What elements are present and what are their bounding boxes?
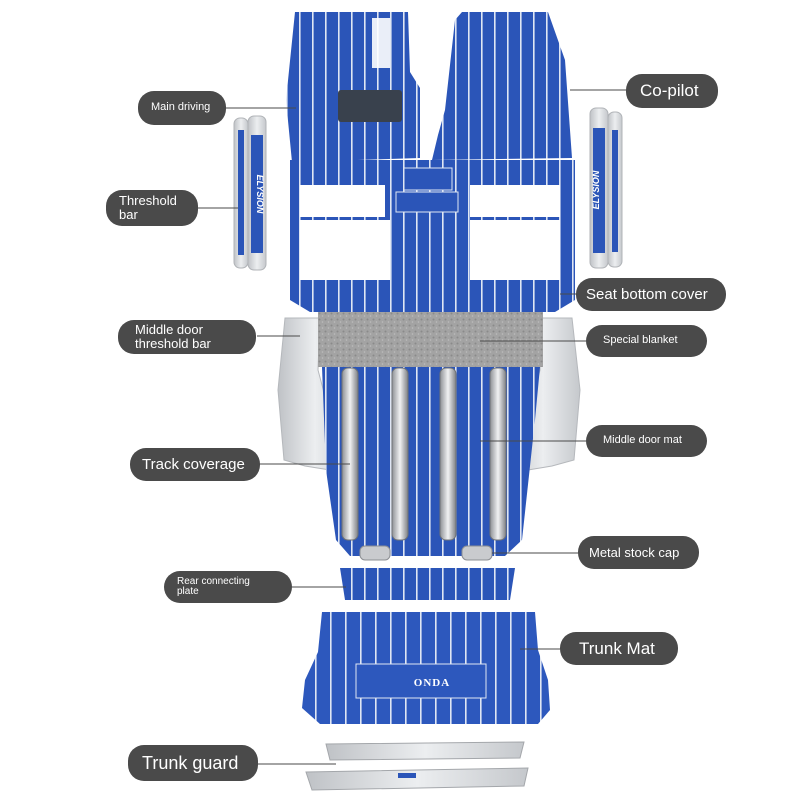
trunk-mat: ONDA (302, 612, 550, 724)
label-trunk-guard: Trunk guard (128, 745, 258, 781)
threshold-bar-left: ELYSION (233, 115, 267, 271)
elysion-right-text: ELYSION (591, 170, 601, 209)
trunk-guard (305, 741, 529, 791)
threshold-bar-right: ELYSION (589, 107, 623, 269)
track-coverage (341, 367, 507, 541)
leader-lines (197, 89, 626, 765)
label-rear-connecting-plate: Rear connecting plate (164, 571, 292, 603)
label-seat-bottom-cover: Seat bottom cover (576, 278, 726, 311)
co-pilot-mat (432, 12, 572, 160)
label-main-driving: Main driving (138, 91, 226, 125)
label-trunk-mat: Trunk Mat (560, 632, 678, 665)
special-blanket (318, 312, 543, 367)
label-special-blanket: Special blanket (586, 325, 707, 357)
label-middle-door-mat: Middle door mat (586, 425, 707, 457)
label-track-coverage: Track coverage (130, 448, 260, 481)
label-metal-stock-cap: Metal stock cap (578, 536, 699, 569)
label-middle-door-threshold-bar: Middle door threshold bar (118, 320, 256, 354)
elysion-left-text: ELYSION (255, 175, 265, 214)
label-co-pilot: Co-pilot (626, 74, 718, 108)
label-threshold-bar: Threshold bar (106, 190, 198, 226)
seat-bottom-cover (290, 160, 575, 312)
rear-connecting-plate (340, 568, 515, 600)
main-driving-mat (286, 12, 420, 162)
trunk-logo-text: ONDA (414, 677, 450, 689)
middle-door-mat (322, 367, 540, 556)
